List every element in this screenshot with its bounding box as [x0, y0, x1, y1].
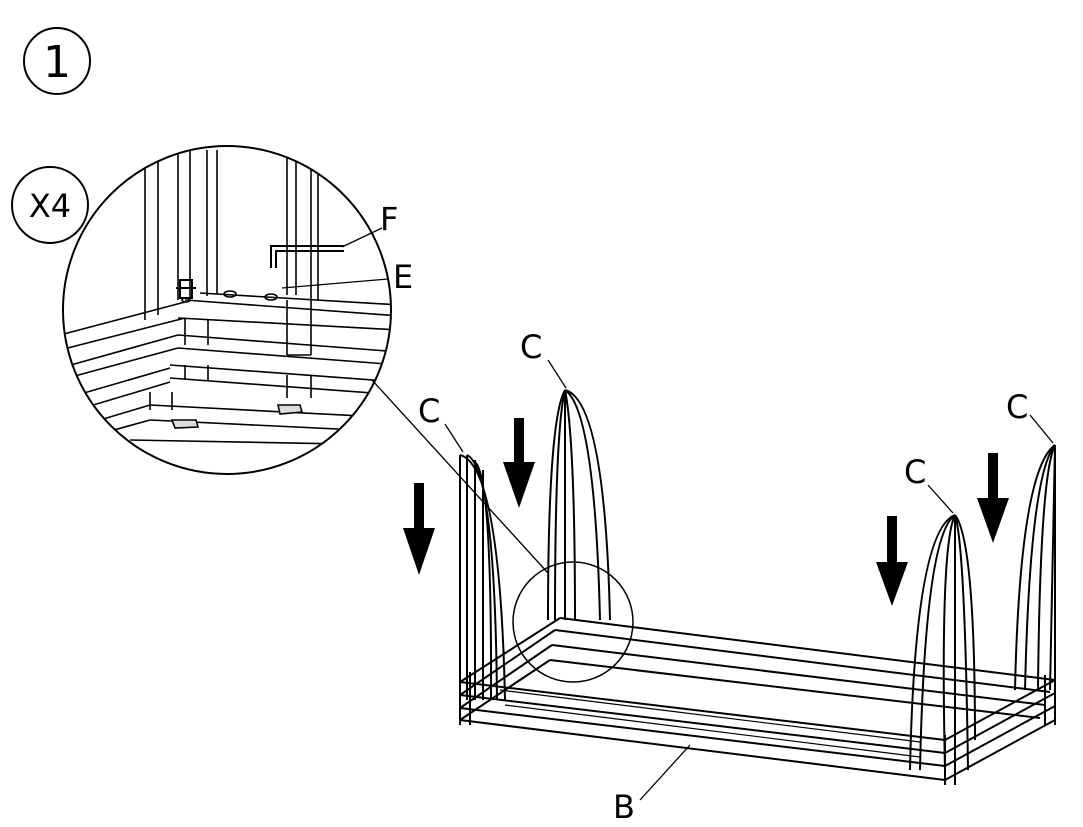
arch-leg-front-left — [459, 454, 506, 701]
callout-e: E — [393, 258, 413, 296]
quantity-badge: X4 — [11, 166, 89, 244]
leader-lines — [281, 227, 1054, 801]
callout-b: B — [613, 788, 635, 826]
callout-f: F — [380, 200, 398, 238]
down-arrow-icon — [876, 516, 908, 606]
down-arrow-icon — [503, 418, 535, 508]
callout-c: C — [904, 453, 926, 491]
step-number-badge: 1 — [23, 27, 91, 95]
callout-c: C — [1006, 388, 1028, 426]
callout-c: C — [418, 392, 440, 430]
arch-leg-back-left — [547, 389, 611, 621]
detail-focus-circle — [512, 561, 634, 683]
callout-c: C — [520, 328, 542, 366]
step-number: 1 — [43, 37, 71, 88]
arch-leg-back-right — [1014, 444, 1056, 691]
arch-leg-front-right — [909, 514, 976, 771]
down-arrow-icon — [977, 453, 1009, 543]
quantity-text: X4 — [29, 187, 71, 225]
allen-key-icon — [270, 245, 344, 268]
down-arrow-icon — [403, 483, 435, 575]
